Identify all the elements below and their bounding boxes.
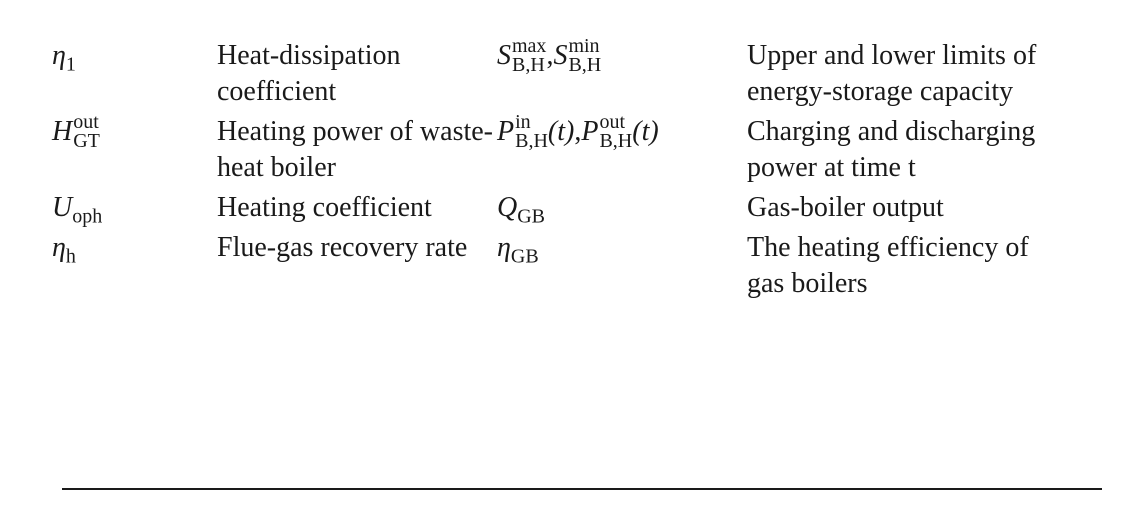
description: Gas-boiler output [747,192,944,223]
description: The heating efficiency of gas boilers [747,232,1029,299]
symbol-u-oph: Uoph [52,192,103,228]
symbol-eta-1: η1 [52,40,76,76]
description: Flue-gas recovery rate [217,232,468,263]
symbol-eta-gb: ηGB [497,232,539,268]
description: Upper and lower limits of energy-storage… [747,40,1037,107]
description: Heat-dissipation coefficient [217,40,401,107]
symbol-q-gb: QGB [497,192,546,228]
symbol-eta-h: ηh [52,232,76,268]
table-bottom-rule [62,488,1102,490]
table-row: Uoph Heating coefficient QGB Gas-boiler … [52,190,1102,228]
description: Charging and discharging power at time t [747,116,1036,183]
description: Heating coefficient [217,192,432,223]
table-row: ηh Flue-gas recovery rate ηGB The heatin… [52,230,1102,302]
description: Heating power of waste-heat boiler [217,116,494,183]
